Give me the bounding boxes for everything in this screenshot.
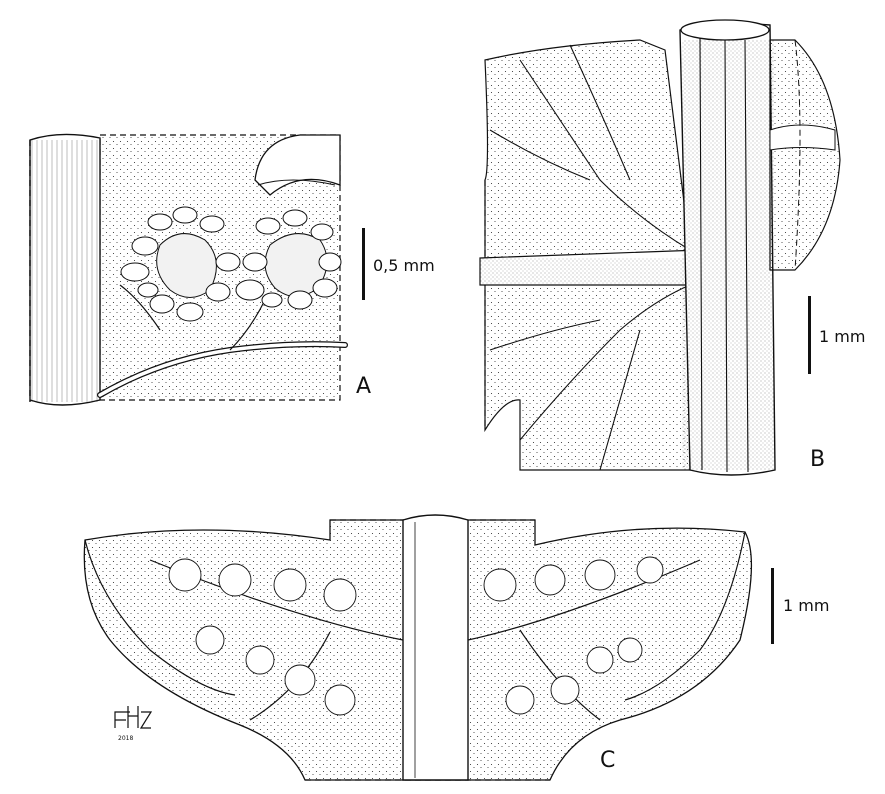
panel-c-letter: C — [600, 748, 616, 773]
artist-signature-year: 2018 — [118, 735, 133, 742]
artist-signature-mark: 2018 — [114, 706, 153, 742]
panel-b-scale-bar — [808, 296, 811, 374]
panel-c-drawing — [83, 514, 753, 781]
panel-b-drawing — [479, 19, 841, 476]
panel-a-drawing — [29, 133, 348, 406]
panel-c-scale-bar — [771, 568, 774, 644]
panel-a-scale-bar — [362, 228, 365, 300]
panel-c-scale-label: 1 mm — [783, 596, 830, 615]
panel-b-scale-label: 1 mm — [819, 327, 866, 346]
panel-a-scale-label: 0,5 mm — [373, 256, 435, 275]
panel-a-letter: A — [356, 374, 372, 399]
panel-b-letter: B — [810, 447, 826, 472]
